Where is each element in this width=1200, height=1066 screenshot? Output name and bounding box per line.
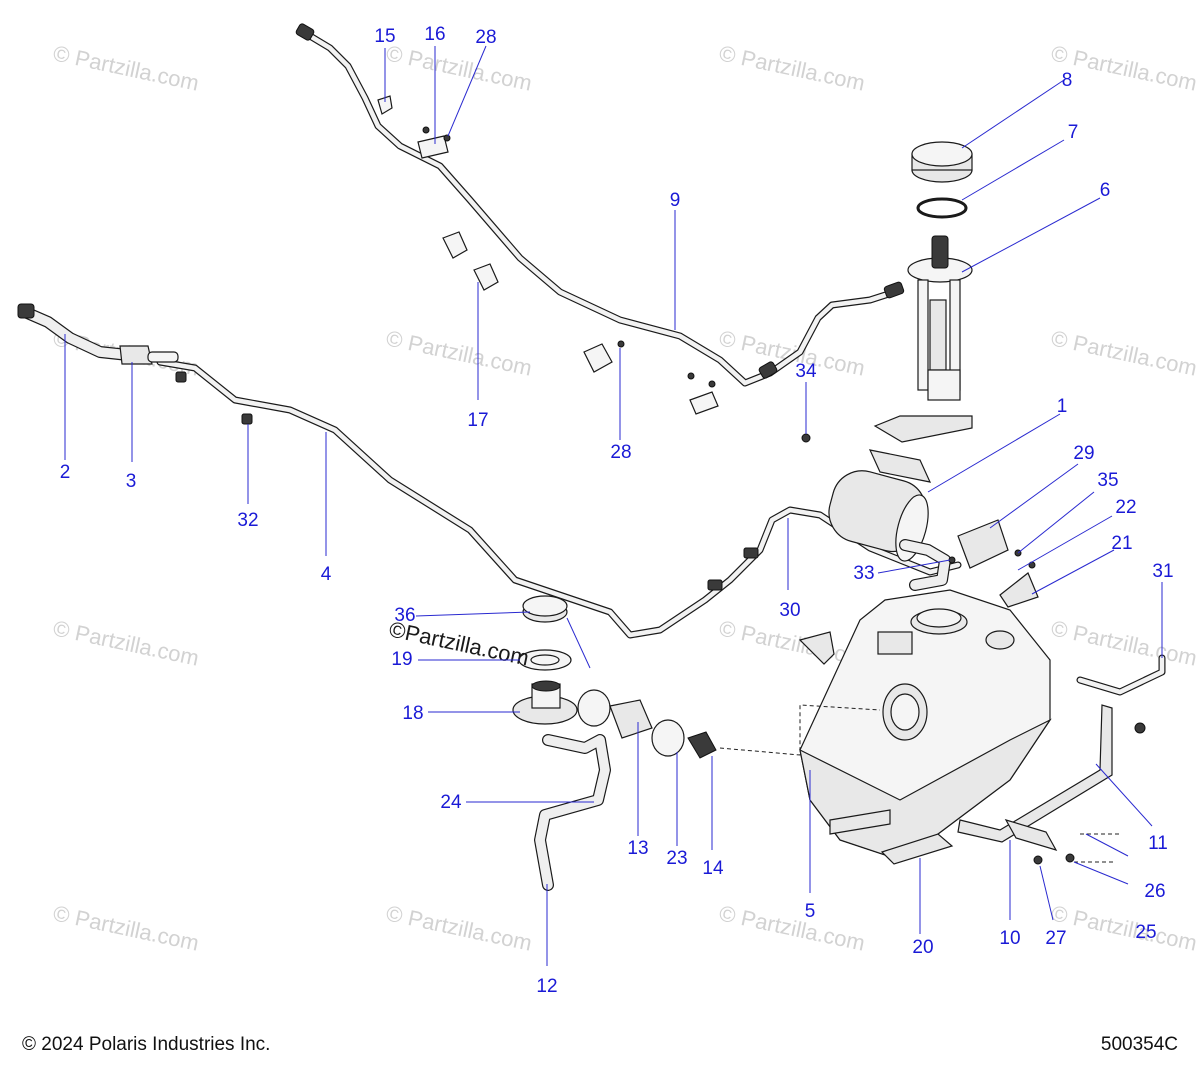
callout-12: 12 — [536, 976, 557, 997]
callout-20: 20 — [912, 937, 933, 958]
callout-35: 35 — [1097, 470, 1118, 491]
callout-28-top: 28 — [475, 27, 496, 48]
callout-10: 10 — [999, 928, 1020, 949]
callout-26: 26 — [1144, 881, 1165, 902]
callout-7: 7 — [1068, 122, 1079, 143]
watermark: © Partzilla.com — [717, 40, 867, 95]
small-fasteners — [798, 433, 835, 665]
callout-11: 11 — [1148, 833, 1168, 854]
callout-17: 17 — [467, 410, 488, 431]
lower-fuel-line — [156, 358, 962, 639]
callout-22: 22 — [1115, 497, 1136, 518]
callout-25: 25 — [1135, 922, 1156, 943]
callout-18: 18 — [402, 703, 423, 724]
watermark: © Partzilla.com — [1049, 325, 1199, 380]
callout-23: 23 — [666, 848, 687, 869]
callout-36: 36 — [394, 605, 415, 626]
watermark: © Partzilla.com — [51, 40, 201, 95]
callout-32: 32 — [237, 510, 258, 531]
watermark: © Partzilla.com — [51, 615, 201, 670]
callout-27: 27 — [1045, 928, 1066, 949]
callout-16: 16 — [424, 24, 445, 45]
callout-13: 13 — [627, 838, 648, 859]
callout-19: 19 — [391, 649, 412, 670]
callout-numbers: 1 2 3 4 5 6 7 8 9 10 11 12 13 14 15 16 1… — [60, 24, 1174, 997]
watermark: © Partzilla.com — [384, 40, 534, 95]
callout-8: 8 — [1062, 70, 1073, 91]
callout-2: 2 — [60, 462, 71, 483]
callout-9: 9 — [670, 190, 681, 211]
watermark: © Partzilla.com — [1049, 900, 1199, 955]
tank-hardware — [880, 654, 1166, 865]
upper-fuel-line — [295, 23, 905, 387]
callout-15: 15 — [374, 26, 395, 47]
evap-canister — [828, 449, 1039, 608]
watermark: © Partzilla.com — [717, 325, 867, 380]
copyright-notice: © 2024 Polaris Industries Inc. — [22, 1034, 271, 1055]
callout-4: 4 — [321, 564, 332, 585]
watermark: © Partzilla.com — [717, 900, 867, 955]
leader-lines — [64, 45, 1163, 966]
watermark: © Partzilla.com — [1049, 615, 1199, 670]
diagram-id: 500354C — [1100, 1034, 1178, 1055]
callout-28-bottom: 28 — [610, 442, 631, 463]
callout-1: 1 — [1057, 396, 1068, 417]
callout-14: 14 — [702, 858, 724, 879]
vent-hose-assembly — [17, 303, 179, 365]
callout-21: 21 — [1111, 533, 1132, 554]
callout-3: 3 — [126, 471, 137, 492]
fuel-pump-module — [873, 141, 973, 443]
callout-5: 5 — [805, 901, 816, 922]
watermark: © Partzilla.com — [384, 325, 534, 380]
fuel-tank — [799, 589, 1052, 861]
callout-33: 33 — [853, 563, 874, 584]
callout-6: 6 — [1100, 180, 1111, 201]
filler-neck-assembly — [512, 595, 881, 891]
callout-31: 31 — [1152, 561, 1173, 582]
watermark: © Partzilla.com — [384, 900, 534, 955]
upper-clips — [377, 95, 719, 415]
callout-30: 30 — [779, 600, 800, 621]
callout-24: 24 — [440, 792, 462, 813]
watermark: © Partzilla.com — [51, 900, 201, 955]
callout-29: 29 — [1073, 443, 1094, 464]
callout-34: 34 — [795, 361, 817, 382]
